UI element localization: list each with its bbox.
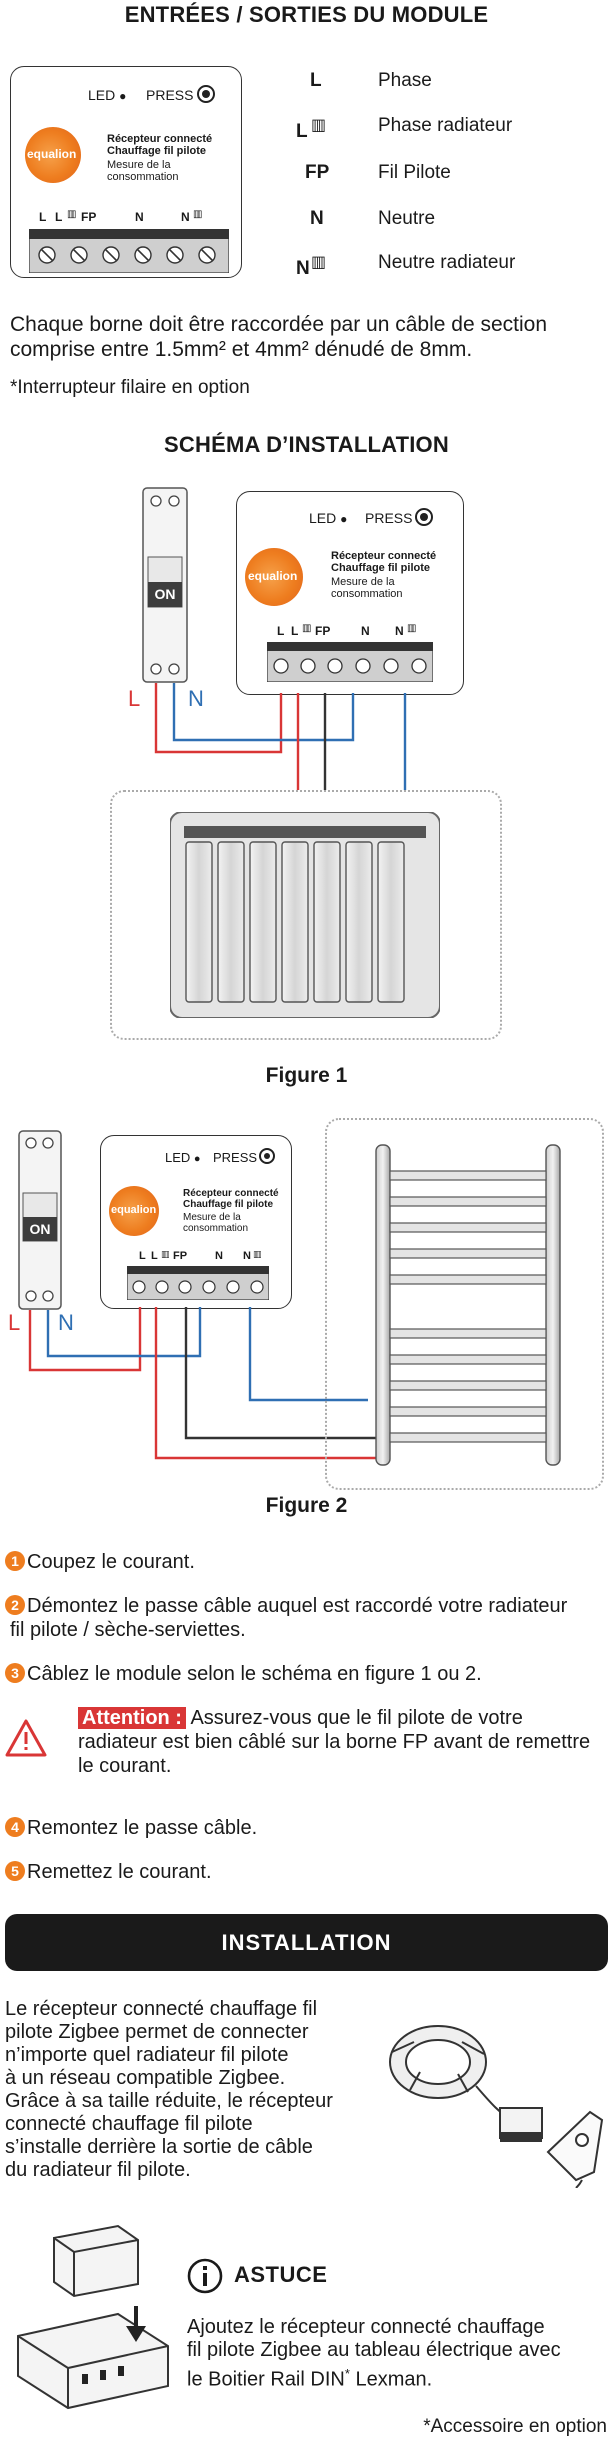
press-button-icon [197,85,215,103]
din-rail-box-illustration [17,2224,169,2410]
wire-l-label: L [8,1310,21,1335]
figure-2-wiring [28,1307,390,1460]
led-label: LED ● [309,510,348,526]
attention-line-3: le courant. [78,1755,172,1777]
breaker-on-label: ON [154,586,176,602]
tip-title: ASTUCE [234,2262,328,2287]
installation-text: Le récepteur connecté chauffage fil pilo… [5,1998,333,2181]
io-section-title: ENTRÉES / SORTIES DU MODULE [124,2,489,27]
radiator-icon: ▥ [253,1249,262,1259]
attention-line-2: radiateur est bien câblé sur la borne FP… [78,1731,591,1753]
towel-dryer-frame [325,1118,604,1490]
radiator-icon: ▥ [193,209,203,220]
attention-line-1: Attention : Assurez-vous que le fil pilo… [78,1706,608,1730]
info-icon [187,2258,223,2294]
wire-n-label: N [58,1310,74,1335]
switch-note: *Interrupteur filaire en option [10,377,250,398]
terminal-block [267,642,433,682]
equalion-logo: equalion [25,127,81,183]
figure-1-wiring [154,683,407,790]
figure-1-caption: Figure 1 [265,1064,348,1087]
wire-n-label: N [188,686,204,711]
radiator-icon: ▥ [302,623,312,634]
led-label: LED ● [165,1150,201,1165]
circuit-breaker [18,1130,62,1310]
press-label: PRESS [365,510,413,526]
press-label: PRESS [213,1150,258,1165]
led-label: LED ● [88,87,127,103]
warning-icon [5,1719,47,1757]
tip-text: Ajoutez le récepteur connecté chauffage … [187,2316,561,2391]
wire-l-label: L [128,686,141,711]
circuit-breaker [142,487,188,683]
tip-footnote: *Accessoire en option [423,2416,607,2437]
terminal-block [29,229,229,273]
terminal-block [127,1266,269,1300]
schema-title: SCHÉMA D’INSTALLATION [164,432,449,457]
equalion-logo: equalion [109,1186,159,1236]
equalion-logo: equalion [245,548,303,606]
radiator-icon: ▥ [311,254,327,271]
radiator-icon: ▥ [161,1249,170,1259]
press-button-icon [415,508,433,526]
attention-label: Attention : [78,1707,186,1729]
installation-banner: INSTALLATION [5,1914,608,1971]
breaker-on-label: ON [29,1221,51,1237]
step-2-cont: fil pilote / sèche-serviettes. [10,1619,246,1641]
radiator-icon: ▥ [67,209,77,220]
radiator-illustration [170,812,440,1018]
wall-box-illustration [389,2025,604,2188]
radiator-icon: ▥ [407,623,417,634]
towel-dryer-illustration [375,1144,561,1466]
wire-section-note: Chaque borne doit être raccordée par un … [10,313,548,361]
radiator-frame [110,790,502,1040]
figure-2-caption: Figure 2 [265,1494,348,1517]
radiator-icon: ▥ [311,117,327,134]
press-button-icon [259,1148,275,1164]
press-label: PRESS [146,87,194,103]
